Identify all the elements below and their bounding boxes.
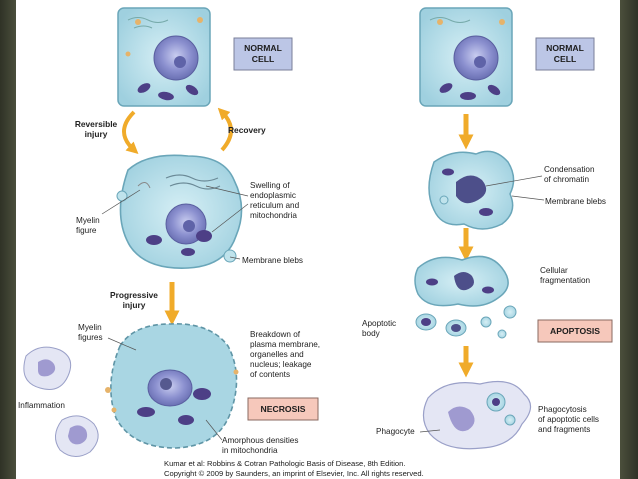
recovery-arrow	[217, 107, 233, 152]
phagocytosis-label-2: of apoptotic cells	[538, 415, 599, 424]
swelling-label-2: endoplasmic	[250, 191, 296, 200]
breakdown-label-2: plasma membrane,	[250, 340, 320, 349]
apoptosis-box	[537, 319, 613, 343]
inflammation-cells	[23, 346, 99, 457]
fragmentation-label-1: Cellular	[540, 266, 568, 275]
cell-death-diagram: NORMAL CELL Reversible injury Recovery S…	[18, 7, 613, 478]
credit-line-2: Copyright © 2009 by Saunders, an imprint…	[164, 469, 424, 478]
phagocytosis-label-1: Phagocytosis	[538, 405, 587, 414]
normal-cell-label-box-left: NORMAL CELL	[233, 37, 293, 71]
apoptotic-body-label-2: body	[362, 329, 381, 338]
breakdown-label-5: of contents	[250, 370, 290, 379]
normal-cell-label-box-right: NORMAL CELL	[535, 37, 595, 71]
myelin-figures-label-2: figures	[78, 333, 103, 342]
apoptosis-label: APOPTOSIS	[550, 326, 600, 336]
phagocyte-cell	[422, 381, 532, 450]
breakdown-label-3: organelles and	[250, 350, 304, 359]
swelling-label-3: reticulum and	[250, 201, 300, 210]
slide-frame-left	[0, 0, 16, 479]
reversible-injury-label-2: injury	[85, 129, 108, 139]
normal-label-right-1: NORMAL	[546, 43, 584, 53]
normal-label-left-1: NORMAL	[244, 43, 282, 53]
credit-line-1: Kumar et al: Robbins & Cotran Pathologic…	[164, 459, 405, 468]
membrane-blebs-left-label: Membrane blebs	[242, 256, 303, 265]
necrosis-box	[247, 397, 319, 421]
normal-label-right-2: CELL	[554, 54, 576, 64]
normal-label-left-2: CELL	[252, 54, 274, 64]
fragmentation-label-2: fragmentation	[540, 276, 591, 285]
reversible-injury-label-1: Reversible	[75, 119, 118, 129]
recovery-label: Recovery	[228, 125, 266, 135]
inflammation-label: Inflammation	[18, 401, 65, 410]
diagram-sheet: NORMAL CELL Reversible injury Recovery S…	[16, 0, 620, 479]
myelin-figures-label-1: Myelin	[78, 323, 102, 332]
condensation-label-2: of chromatin	[544, 175, 589, 184]
normal-cell-left	[117, 7, 211, 107]
fragmenting-cell	[414, 255, 517, 339]
reversible-injury-arrow	[122, 110, 139, 155]
membrane-blebs-right-label: Membrane blebs	[545, 197, 606, 206]
myelin-figure-label-1: Myelin	[76, 216, 100, 225]
necrosis-label: NECROSIS	[261, 404, 306, 414]
phagocytosis-label-3: and fragments	[538, 425, 590, 434]
necrotic-cell	[105, 323, 239, 449]
slide-frame-right	[620, 0, 638, 479]
swollen-cell	[116, 154, 243, 269]
amorphous-label-1: Amorphous densities	[222, 436, 298, 445]
breakdown-label-1: Breakdown of	[250, 330, 301, 339]
apoptotic-bodies	[415, 313, 467, 337]
progressive-injury-label-2: injury	[123, 300, 146, 310]
condensation-label-1: Condensation	[544, 165, 595, 174]
progressive-injury-label-1: Progressive	[110, 290, 158, 300]
apoptotic-body-label-1: Apoptotic	[362, 319, 396, 328]
swelling-label-1: Swelling of	[250, 181, 290, 190]
normal-cell-right	[419, 7, 513, 107]
phagocyte-label: Phagocyte	[376, 427, 415, 436]
swelling-label-4: mitochondria	[250, 211, 297, 220]
myelin-figure-label-2: figure	[76, 226, 97, 235]
condensed-cell	[428, 150, 515, 230]
amorphous-label-2: in mitochondria	[222, 446, 278, 455]
breakdown-label-4: nucleus; leakage	[250, 360, 312, 369]
